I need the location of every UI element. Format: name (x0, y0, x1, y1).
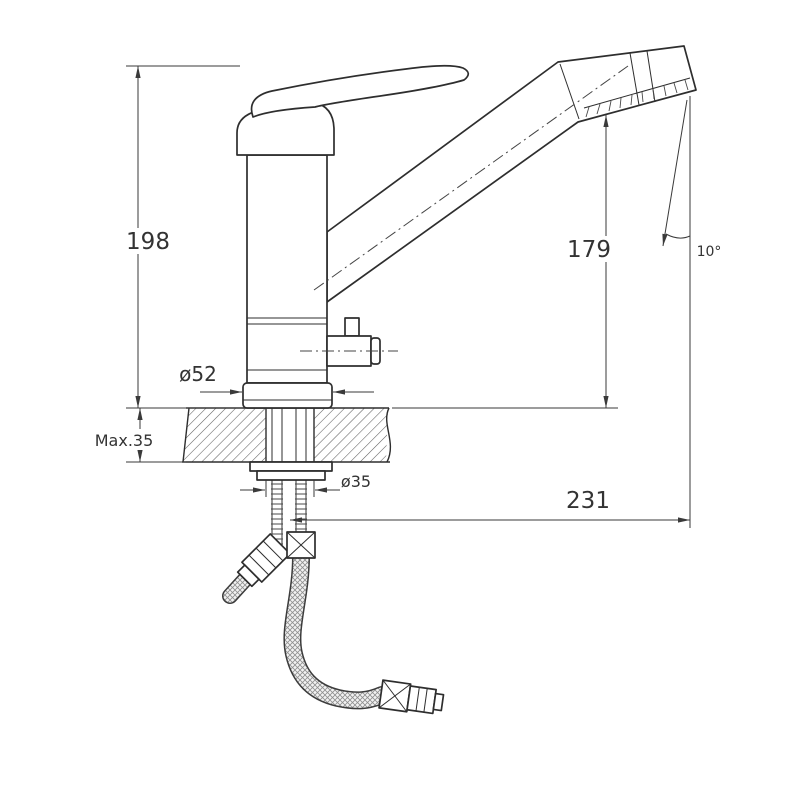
dimension-diameter-52: ø52 (179, 362, 374, 395)
spout-head-joint (559, 63, 580, 120)
dim-spout-height-label: 179 (567, 237, 611, 263)
dim-spout-angle-label: 10° (697, 244, 722, 260)
faucet-spout (326, 45, 697, 303)
countertop-right-break (385, 407, 392, 463)
faucet-handle (236, 64, 470, 156)
flex-hose (283, 547, 391, 710)
aerator-hatch (585, 79, 689, 118)
dimension-179: 179 (392, 115, 618, 409)
angle-arc (665, 233, 691, 239)
dimension-angle-10: 10° (662, 99, 722, 260)
spout-centerline (313, 65, 629, 291)
dimension-231: 231 (290, 96, 691, 528)
dim-spout-reach-label: 231 (566, 488, 610, 514)
dim-base-diameter-label: ø52 (179, 362, 217, 386)
faucet-body (246, 154, 328, 384)
dim-max-thickness-label: Max.35 (95, 431, 154, 450)
dimension-198: 198 (124, 65, 243, 409)
hose-end-fitting (378, 679, 445, 715)
countertop (182, 407, 392, 463)
dim-hole-diameter-label: ø35 (341, 472, 371, 491)
lever-handle (250, 64, 470, 118)
countertop-hatch-right (314, 408, 388, 462)
side-valve (326, 317, 381, 367)
dim-total-height-label: 198 (126, 229, 170, 255)
countertop-left-break (182, 407, 190, 463)
aerator-inner-edge (583, 77, 691, 109)
dimension-diameter-35: ø35 (240, 472, 371, 497)
mounting-locknut (249, 461, 333, 481)
dimension-max-35: Max.35 (93, 408, 186, 463)
base-flange (242, 382, 333, 409)
hose-hex-nut (406, 685, 437, 715)
left-hose-fitting (222, 533, 291, 604)
countertop-hatch-left (183, 408, 266, 462)
flex-hose-braiding (284, 548, 390, 708)
side-valve-stem (344, 317, 360, 337)
cross-fitting-upper (286, 531, 316, 559)
